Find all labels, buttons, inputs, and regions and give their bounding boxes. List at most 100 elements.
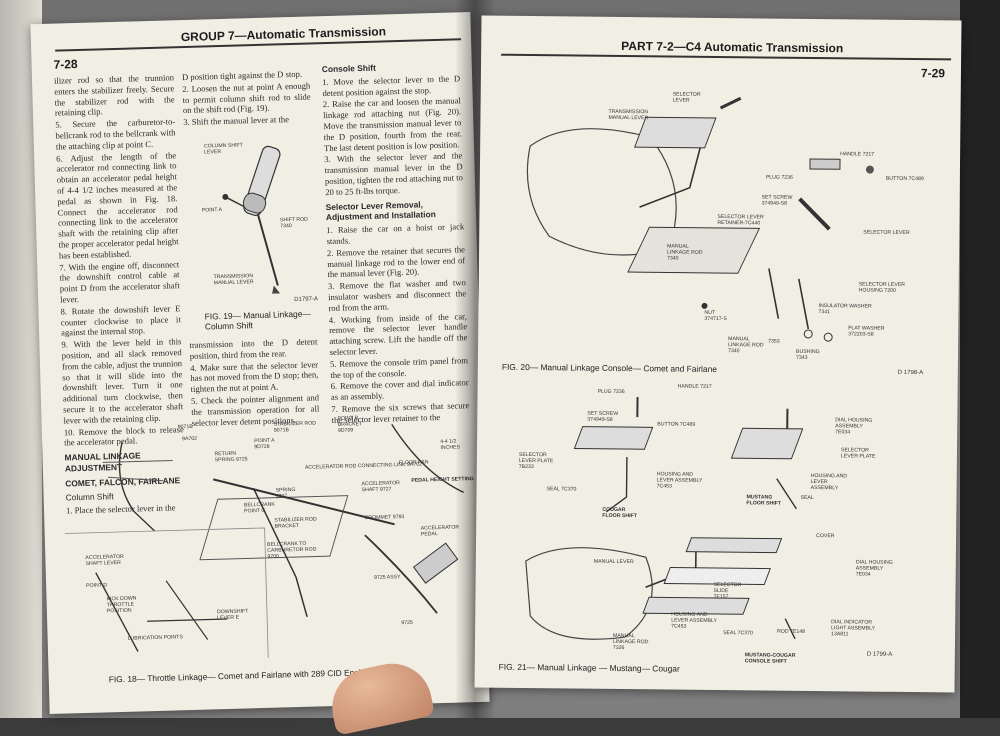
fig21-code: D 1799-A bbox=[866, 651, 893, 658]
fig21-label: SEAL 7C370 bbox=[546, 486, 577, 493]
fig20-label: SET SCREW 374949-S8 bbox=[761, 194, 793, 207]
fig18-label: ACCELERATOR SHAFT LEVER bbox=[85, 553, 124, 567]
fig21-label: SELECTOR LEVER PLATE bbox=[840, 447, 876, 460]
fig20-label: SELECTOR LEVER RETAINER-7C440 bbox=[717, 213, 764, 227]
right-page-number: 7-29 bbox=[920, 66, 946, 81]
fig20-label: MANUAL LINKAGE ROD 7340 bbox=[666, 243, 703, 262]
paragraph: 5. Remove the console trim panel from th… bbox=[329, 354, 469, 380]
fig20-caption: FIG. 20— Manual Linkage Console— Comet a… bbox=[501, 361, 717, 374]
fig20-label: TRANSMISSION MANUAL LEVER bbox=[608, 108, 649, 122]
fig21-label: MUSTANG FLOOR SHIFT bbox=[746, 494, 782, 507]
paragraph: 9. With the lever held in this position,… bbox=[61, 336, 184, 426]
fig20-label: BUTTON 7C489 bbox=[885, 175, 924, 183]
fig18-label: FLOOR PAN bbox=[398, 459, 429, 467]
paragraph: 1. Move the selector lever to the D dete… bbox=[322, 73, 461, 98]
fig18-label: ACCELERATOR SHAFT 9727 bbox=[361, 480, 400, 494]
section-heading: Selector Lever Removal, Adjustment and I… bbox=[325, 198, 436, 223]
fig21-label: BUTTON 7C489 bbox=[657, 421, 696, 428]
paragraph: 6. Remove the cover and dial indicator a… bbox=[330, 377, 469, 403]
fig18-label: POINT B BRACKET 9D709 bbox=[337, 415, 363, 434]
paragraph: 2. Raise the car and loosen the manual l… bbox=[322, 95, 462, 153]
paragraph: 4. Working from inside of the car, remov… bbox=[328, 310, 468, 357]
fig18-label: GROMMET 9793 bbox=[364, 514, 405, 522]
fig21-label: MUSTANG-COUGAR CONSOLE SHIFT bbox=[744, 652, 796, 665]
paragraph: 3. Shift the manual lever at the bbox=[183, 114, 290, 128]
header-rule bbox=[501, 53, 952, 61]
fig21-label: COUGAR FLOOR SHIFT bbox=[602, 506, 637, 520]
fig20-label: NUT 374717-S bbox=[704, 309, 727, 323]
fig18-label: SPRING 9737 bbox=[275, 487, 296, 500]
left-page-number: 7-28 bbox=[53, 56, 78, 72]
fig19-diagram bbox=[222, 145, 281, 294]
fig19-caption: FIG. 19— Manual Linkage— Column Shift bbox=[204, 308, 311, 332]
paragraph: 8. Rotate the downshift lever E counter … bbox=[60, 302, 181, 338]
paragraph: 2. Loosen the nut at point A enough to p… bbox=[182, 80, 311, 116]
fig21-label: MANUAL LEVER bbox=[593, 558, 634, 566]
fig21-label: COVER bbox=[816, 533, 835, 540]
fig21-label: SEAL bbox=[800, 494, 814, 502]
fig21-caption: FIG. 21— Manual Linkage — Mustang— Couga… bbox=[498, 661, 680, 674]
fig18-label: KICK DOWN THROTTLE POSITION bbox=[106, 595, 137, 615]
fig21-label: MANUAL LINKAGE ROD 7326 bbox=[612, 632, 649, 652]
left-column-3: Console Shift 1. Move the selector lever… bbox=[322, 56, 470, 426]
fig19-label: COLUMN SHIFT LEVER bbox=[203, 142, 243, 156]
fig21-label: DIAL INDICATOR LIGHT ASSEMBLY 13A811 bbox=[831, 619, 875, 638]
paragraph: 3. With the selector lever and the trans… bbox=[324, 150, 464, 197]
fig20-label: FLAT WASHER 372203-S8 bbox=[848, 325, 885, 338]
fig21-label: HOUSING AND LEVER ASSEMBLY bbox=[810, 472, 848, 492]
paragraph: 3. Remove the flat washer and two insula… bbox=[327, 277, 467, 313]
fig18-diagram bbox=[64, 423, 464, 658]
fig20-label: HANDLE 7217 bbox=[840, 151, 875, 158]
left-column-2-top: D position tight against the D stop. 2. … bbox=[182, 68, 312, 129]
fig21-diagram bbox=[525, 397, 804, 640]
fig21-label: SEAL 7C370 bbox=[723, 630, 753, 637]
fig18-label: POINT D bbox=[86, 582, 108, 589]
paragraph: 5. Secure the carburetor-to-bellcrank ro… bbox=[55, 116, 176, 152]
fig18-label: BELLCRANK TO CARBURETOR ROD 9700 bbox=[266, 540, 317, 560]
fig21-label: SET SCREW 374949-S8 bbox=[587, 410, 619, 423]
fig20-label: INSULATOR WASHER 7341 bbox=[818, 303, 872, 316]
fig21-label: DIAL HOUSING ASSEMBLY 7E034 bbox=[835, 417, 873, 436]
fig21-label: HOUSING AND LEVER ASSEMBLY 7C453 bbox=[656, 471, 703, 490]
fig21-label: SELECTOR LEVER PLATE 7B233 bbox=[518, 451, 554, 471]
right-page-header: PART 7-2—C4 Automatic Transmission bbox=[621, 38, 844, 56]
fig20-code: D 1798-A bbox=[897, 369, 924, 377]
fig19-code: D1797-A bbox=[294, 296, 319, 304]
fig18-label: RETURN SPRING 9725 bbox=[214, 450, 248, 464]
paragraph: 2. Remove the retainer that secures the … bbox=[326, 243, 466, 280]
fig20-label: BUSHING 7343 bbox=[795, 348, 820, 361]
paragraph: 7. With the engine off, disconnect the d… bbox=[59, 258, 180, 305]
fig20-label: SELECTOR LEVER bbox=[863, 229, 910, 236]
fig21-label: HANDLE 7217 bbox=[677, 383, 712, 390]
book-spine bbox=[960, 0, 1000, 718]
paragraph: transmission into the D detent position,… bbox=[189, 336, 318, 361]
right-page: PART 7-2—C4 Automatic Transmission 7-29 … bbox=[474, 15, 962, 693]
fig18-label: POINT A 9D728 bbox=[254, 437, 275, 451]
fig19-label: TRANSMISSION MANUAL LEVER bbox=[213, 273, 254, 287]
fig20-label: 7353 bbox=[768, 338, 780, 345]
fig21-label: ROD 7E148 bbox=[777, 628, 806, 635]
fig21-label: DIAL HOUSING ASSEMBLY 7E034 bbox=[855, 559, 893, 578]
fig20-diagram bbox=[526, 96, 874, 342]
fig19-label: SHIFT ROD 7340 bbox=[279, 216, 308, 230]
fig20-label: SELECTOR LEVER bbox=[672, 91, 701, 104]
fig20-label: PLUG 7236 bbox=[765, 174, 793, 181]
paragraph: 4. Make sure that the selector lever has… bbox=[189, 358, 319, 395]
fig19-label: POINT A bbox=[201, 207, 223, 214]
paragraph: 1. Raise the car on a hoist or jack stan… bbox=[326, 221, 465, 247]
fig20-label: MANUAL LINKAGE ROD 7340 bbox=[727, 336, 764, 355]
fig20-label: SELECTOR LEVER HOUSING 7200 bbox=[858, 281, 906, 294]
paragraph: 6. Adjust the length of the accelerator … bbox=[56, 149, 179, 261]
fig18-label: STABILIZER ROD 9071B bbox=[273, 420, 317, 434]
fig21-label: PLUG 7236 bbox=[597, 388, 625, 396]
fig18-label: DOWNSHIFT LEVER E bbox=[216, 608, 249, 622]
paragraph: ilizer rod so that the trunnion enters t… bbox=[53, 72, 175, 119]
fig21-label: SELECTOR SLIDE 7E157 bbox=[713, 581, 742, 601]
fig21-label: HOUSING AND LEVER ASSEMBLY 7C453 bbox=[671, 611, 717, 630]
fig18-label: 9725 ASSY bbox=[373, 574, 401, 581]
fig18-label: BELLCRANK POINT C bbox=[243, 501, 275, 515]
fig18-label: 9071B bbox=[177, 423, 193, 431]
left-page: GROUP 7—Automatic Transmission 7-28 iliz… bbox=[30, 11, 490, 715]
fig18-label: STABILIZER ROD BRACKET bbox=[274, 516, 317, 530]
left-column-2-bottom: transmission into the D detent position,… bbox=[189, 336, 319, 429]
